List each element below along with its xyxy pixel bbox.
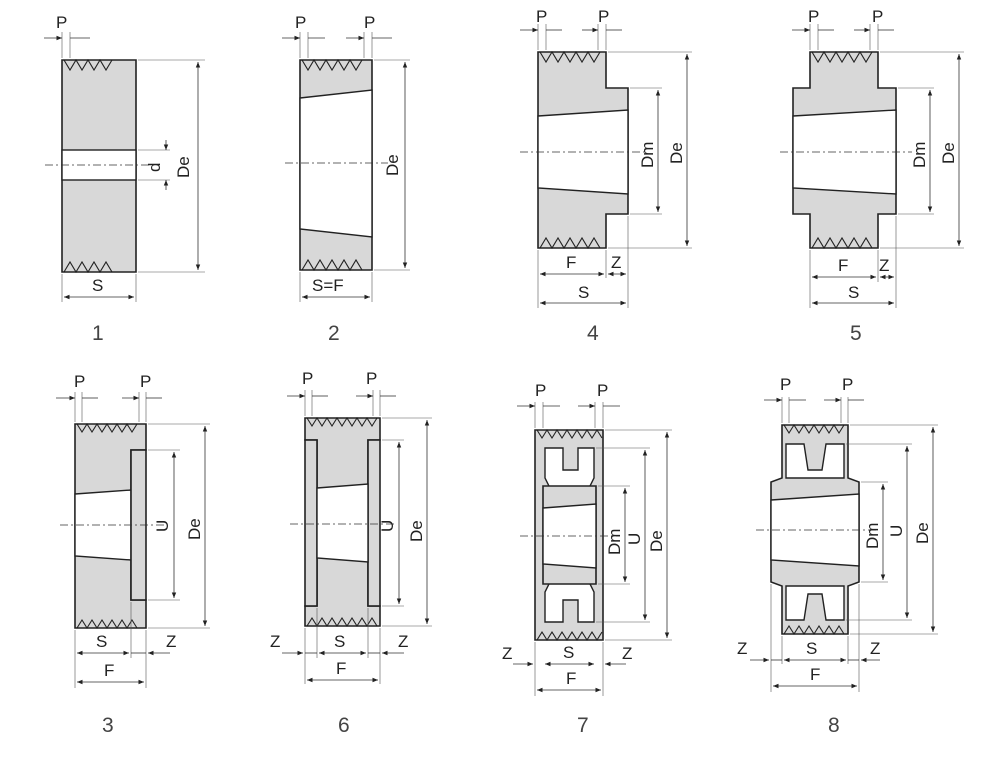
- fig6-offset-right-label: Z: [398, 632, 408, 651]
- fig5-hub-length-label: F: [838, 256, 848, 275]
- fig1-face-width-label: S: [92, 276, 103, 295]
- fig7-flange-diameter-label: U: [625, 533, 644, 545]
- fig2-number: 2: [328, 322, 340, 345]
- fig7-face-width-label: S: [563, 643, 574, 662]
- fig6-offset-left-label: Z: [270, 632, 280, 651]
- fig7-pitch-left-label: P: [535, 381, 546, 400]
- fig5-face-width-label: S: [848, 283, 859, 302]
- fig5-pitch-right-label: P: [872, 7, 883, 26]
- fig4-hub-length-label: F: [566, 253, 576, 272]
- fig7-offset-right-label: Z: [622, 644, 632, 663]
- fig3-offset-label: Z: [166, 632, 176, 651]
- figure-5-double-hub-pulley: P P De Dm F Z S 5: [780, 7, 964, 345]
- fig8-pitch-right-label: P: [842, 375, 853, 394]
- fig5-offset-label: Z: [879, 256, 889, 275]
- fig4-pitch-right-label: P: [598, 7, 609, 26]
- fig4-outside-diameter-label: De: [667, 142, 686, 164]
- fig2-pitch-right-label: P: [364, 13, 375, 32]
- fig1-number: 1: [92, 322, 104, 345]
- fig6-flange-diameter-label: U: [378, 520, 397, 532]
- fig8-offset-left-label: Z: [737, 639, 747, 658]
- figure-7-spoked-hub-pulley: P P De U Dm Z S Z F 7: [502, 381, 672, 737]
- fig6-number: 6: [338, 714, 350, 737]
- fig8-flange-diameter-label: U: [887, 525, 906, 537]
- fig4-number: 4: [587, 322, 599, 345]
- figure-2-taper-pulley: P P De S=F 2: [282, 13, 410, 345]
- figure-1-solid-pulley: P De d S 1: [44, 13, 205, 345]
- figure-6-double-flanged-pulley: P P De U Z S Z F 6: [270, 369, 432, 737]
- fig6-hub-length-label: F: [336, 659, 346, 678]
- fig5-outside-diameter-label: De: [939, 142, 958, 164]
- fig3-face-width-label: S: [96, 632, 107, 651]
- fig3-flange-diameter-label: U: [153, 520, 172, 532]
- fig8-pitch-left-label: P: [780, 375, 791, 394]
- fig3-outside-diameter-label: De: [185, 518, 204, 540]
- fig6-face-width-label: S: [334, 632, 345, 651]
- fig2-face-width-label: S=F: [312, 276, 344, 295]
- fig1-outside-diameter-label: De: [174, 156, 193, 178]
- figure-4-hub-pulley: P P De Dm F Z S 4: [520, 7, 692, 345]
- fig4-face-width-label: S: [578, 283, 589, 302]
- figure-8-spoked-double-hub-pulley: P P De U Dm Z S Z F 8: [737, 375, 938, 737]
- fig2-pitch-left-label: P: [295, 13, 306, 32]
- fig4-hub-diameter-label: Dm: [638, 142, 657, 168]
- fig7-pitch-right-label: P: [597, 381, 608, 400]
- fig3-pitch-right-label: P: [140, 372, 151, 391]
- fig1-bore-label: d: [145, 163, 164, 172]
- fig8-hub-length-label: F: [810, 665, 820, 684]
- fig6-outside-diameter-label: De: [407, 520, 426, 542]
- fig6-pitch-left-label: P: [302, 369, 313, 388]
- fig8-offset-right-label: Z: [870, 639, 880, 658]
- fig1-pitch-label: P: [56, 13, 67, 32]
- fig8-outside-diameter-label: De: [913, 522, 932, 544]
- fig7-hub-length-label: F: [566, 669, 576, 688]
- fig3-number: 3: [102, 714, 114, 737]
- fig7-outside-diameter-label: De: [647, 530, 666, 552]
- fig5-number: 5: [850, 322, 862, 345]
- fig8-hub-diameter-label: Dm: [863, 523, 882, 549]
- figure-3-flanged-pulley: P P De U S Z F 3: [56, 372, 210, 737]
- fig7-offset-left-label: Z: [502, 644, 512, 663]
- fig4-pitch-left-label: P: [536, 7, 547, 26]
- fig4-offset-label: Z: [611, 253, 621, 272]
- fig3-hub-length-label: F: [104, 661, 114, 680]
- fig8-number: 8: [828, 714, 840, 737]
- fig7-number: 7: [577, 714, 589, 737]
- fig5-hub-diameter-label: Dm: [910, 142, 929, 168]
- fig6-pitch-right-label: P: [366, 369, 377, 388]
- fig3-pitch-left-label: P: [74, 372, 85, 391]
- fig8-face-width-label: S: [806, 639, 817, 658]
- fig7-hub-diameter-label: Dm: [605, 529, 624, 555]
- fig2-outside-diameter-label: De: [383, 154, 402, 176]
- fig5-pitch-left-label: P: [808, 7, 819, 26]
